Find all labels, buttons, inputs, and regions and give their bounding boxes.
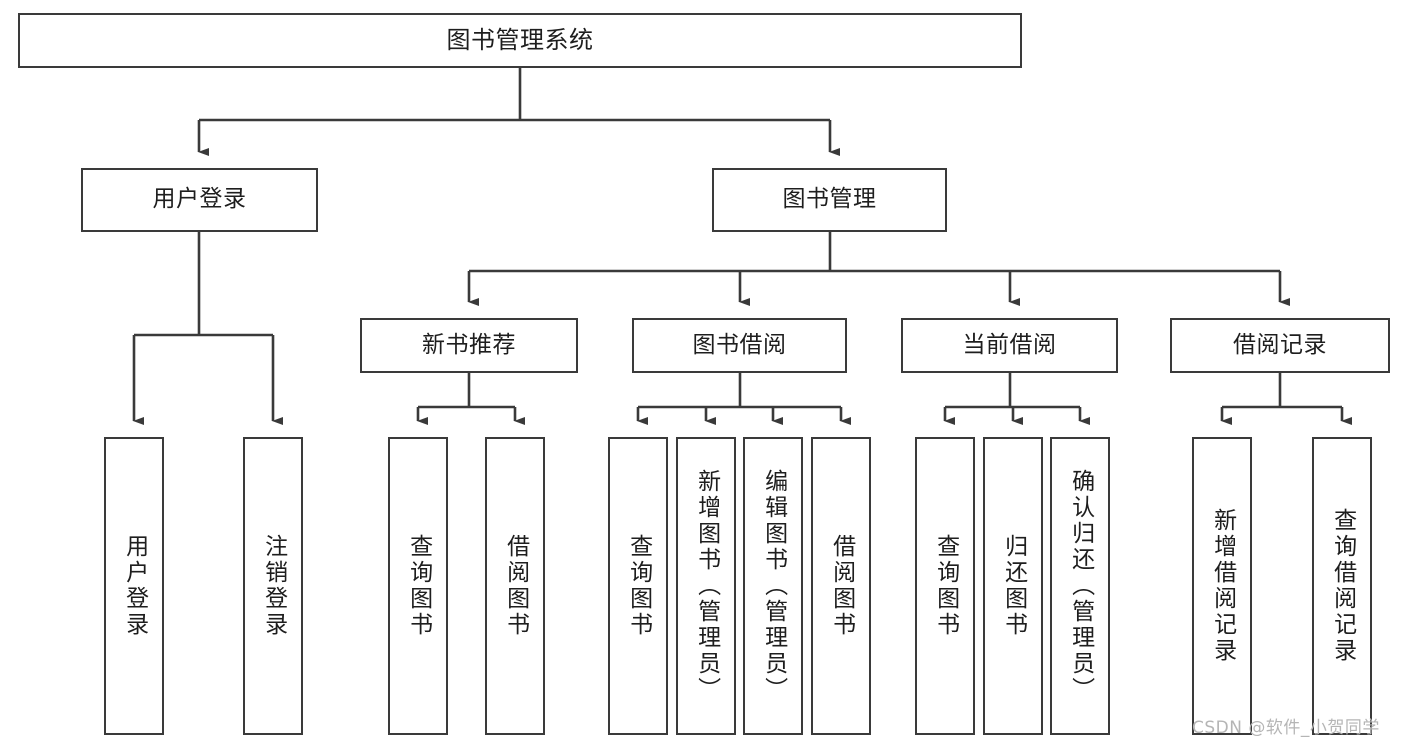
node-borrow-record[interactable]: 借阅记录: [1170, 318, 1390, 373]
node-leaf-query-borrow-record[interactable]: 查询借阅记录: [1312, 437, 1372, 735]
node-leaf-add-book-admin[interactable]: 新增图书（管理员）: [676, 437, 736, 735]
node-new-book-recommend-label: 新书推荐: [422, 331, 516, 358]
node-leaf-user-logout[interactable]: 注销登录: [243, 437, 303, 735]
node-user-login-label: 用户登录: [152, 186, 247, 213]
node-leaf-confirm-return-admin[interactable]: 确认归还（管理员）: [1050, 437, 1110, 735]
node-leaf-user-logout-label: 注销登录: [260, 534, 287, 638]
csdn-watermark: CSDN @软件_小贺同学: [1192, 718, 1380, 738]
node-leaf-query-book-cur-label: 查询图书: [932, 534, 959, 638]
node-root[interactable]: 图书管理系统: [18, 13, 1022, 68]
node-leaf-confirm-return-admin-label: 确认归还（管理员）: [1067, 469, 1094, 703]
node-leaf-borrow-book[interactable]: 借阅图书: [811, 437, 871, 735]
node-leaf-user-login[interactable]: 用户登录: [104, 437, 164, 735]
node-leaf-edit-book-admin[interactable]: 编辑图书（管理员）: [743, 437, 803, 735]
node-leaf-query-book-borrow-label: 查询图书: [625, 534, 652, 638]
node-leaf-return-book[interactable]: 归还图书: [983, 437, 1043, 735]
node-book-borrow[interactable]: 图书借阅: [632, 318, 847, 373]
node-current-borrow[interactable]: 当前借阅: [901, 318, 1118, 373]
node-leaf-borrow-book-rec[interactable]: 借阅图书: [485, 437, 545, 735]
node-leaf-query-book-rec-label: 查询图书: [405, 534, 432, 638]
node-leaf-query-book-rec[interactable]: 查询图书: [388, 437, 448, 735]
node-leaf-query-borrow-record-label: 查询借阅记录: [1329, 508, 1356, 664]
node-new-book-recommend[interactable]: 新书推荐: [360, 318, 578, 373]
node-book-management-label: 图书管理: [782, 186, 877, 213]
node-book-borrow-label: 图书借阅: [692, 331, 787, 358]
node-root-label: 图书管理系统: [446, 26, 594, 55]
node-leaf-query-book-cur[interactable]: 查询图书: [915, 437, 975, 735]
node-leaf-user-login-label: 用户登录: [121, 534, 148, 638]
node-borrow-record-label: 借阅记录: [1233, 331, 1327, 358]
node-leaf-add-borrow-record[interactable]: 新增借阅记录: [1192, 437, 1252, 735]
node-leaf-borrow-book-rec-label: 借阅图书: [502, 534, 529, 638]
node-leaf-edit-book-admin-label: 编辑图书（管理员）: [760, 469, 787, 703]
node-book-management[interactable]: 图书管理: [712, 168, 947, 232]
node-leaf-add-borrow-record-label: 新增借阅记录: [1209, 508, 1236, 664]
node-leaf-borrow-book-label: 借阅图书: [828, 534, 855, 638]
node-current-borrow-label: 当前借阅: [962, 331, 1057, 358]
node-leaf-add-book-admin-label: 新增图书（管理员）: [693, 469, 720, 703]
node-user-login[interactable]: 用户登录: [81, 168, 318, 232]
node-leaf-query-book-borrow[interactable]: 查询图书: [608, 437, 668, 735]
node-leaf-return-book-label: 归还图书: [1000, 534, 1027, 638]
